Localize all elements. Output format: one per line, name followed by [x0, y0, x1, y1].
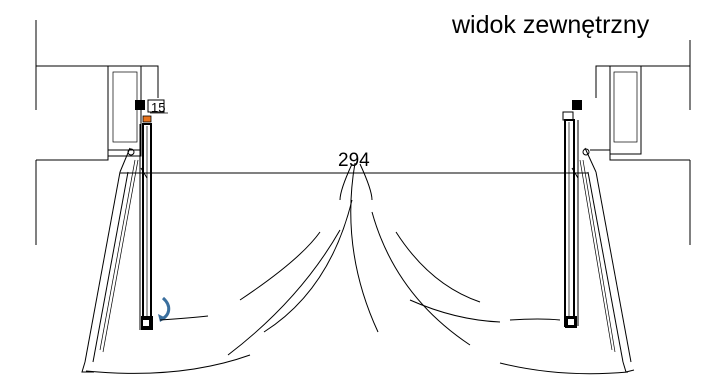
right-door-leaf — [562, 100, 582, 328]
left-door-leaf — [135, 99, 165, 330]
left-swung-leaf — [81, 147, 139, 373]
detail-dimension-label: 15 — [151, 100, 165, 115]
swing-arcs — [85, 162, 629, 375]
curved-arrow-icon — [158, 296, 171, 322]
view-title: widok zewnętrzny — [452, 11, 650, 39]
left-wall — [35, 20, 159, 245]
right-wall — [590, 40, 691, 245]
dimension-label: 294 — [338, 150, 370, 171]
right-swung-leaf — [579, 147, 635, 373]
